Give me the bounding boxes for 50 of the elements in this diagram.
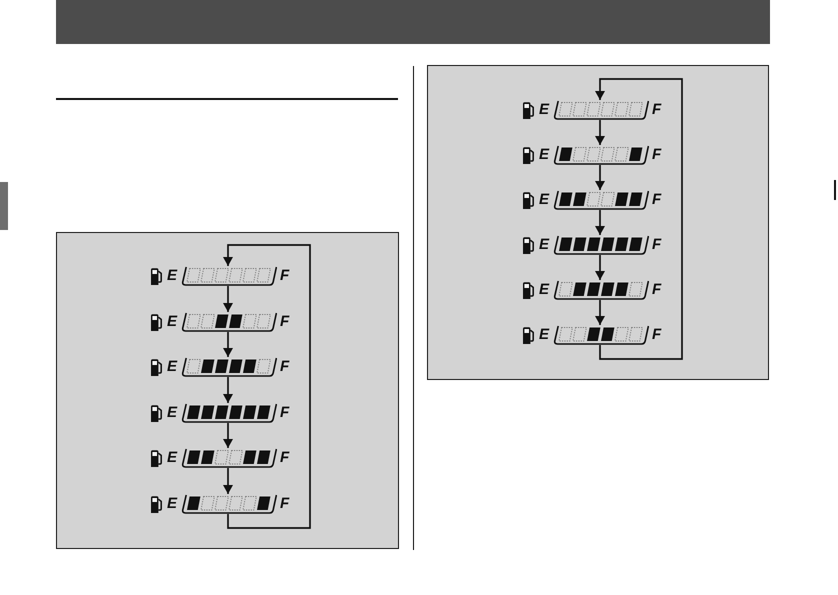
full-mark-label: F	[652, 326, 662, 343]
arrow	[223, 332, 233, 357]
full-mark-label: F	[652, 101, 662, 118]
full-mark-label: F	[280, 404, 290, 421]
arrow	[223, 286, 233, 312]
fuel-gauge	[522, 325, 664, 345]
full-mark-label: F	[652, 191, 662, 208]
full-mark-label: F	[280, 313, 290, 330]
fuel-gauge	[150, 357, 292, 377]
fuel-gauge	[150, 448, 292, 468]
fuel-gauge	[522, 190, 664, 210]
full-mark-label: F	[652, 281, 662, 298]
full-mark-label: F	[280, 358, 290, 375]
empty-mark-label: E	[167, 495, 178, 512]
arrow	[595, 165, 605, 190]
fuel-gauge	[150, 494, 292, 514]
return-arrow	[595, 78, 683, 360]
arrow	[595, 255, 605, 280]
full-mark-label: F	[280, 267, 290, 284]
arrow	[595, 120, 605, 145]
empty-mark-label: E	[167, 358, 178, 375]
arrow	[223, 468, 233, 494]
diagram-panel	[427, 65, 769, 380]
arrow	[595, 300, 605, 325]
fuel-gauge	[150, 266, 292, 286]
fuel-gauge	[150, 312, 292, 332]
fuel-gauge	[522, 235, 664, 255]
empty-mark-label: E	[539, 146, 550, 163]
fuel-gauge	[522, 100, 664, 120]
empty-mark-label: E	[167, 267, 178, 284]
empty-mark-label: E	[167, 313, 178, 330]
arrow	[595, 210, 605, 235]
full-mark-label: F	[652, 236, 662, 253]
empty-mark-label: E	[539, 326, 550, 343]
empty-mark-label: E	[167, 404, 178, 421]
fuel-gauge	[522, 280, 664, 300]
full-mark-label: F	[280, 449, 290, 466]
empty-mark-label: E	[539, 281, 550, 298]
diagram-panel	[56, 232, 399, 549]
empty-mark-label: E	[167, 449, 178, 466]
arrow	[223, 377, 233, 403]
full-mark-label: F	[652, 146, 662, 163]
fuel-gauge	[522, 145, 664, 165]
empty-mark-label: E	[539, 101, 550, 118]
arrow	[223, 423, 233, 448]
empty-mark-label: E	[539, 191, 550, 208]
return-arrow	[223, 244, 311, 529]
empty-mark-label: E	[539, 236, 550, 253]
fuel-gauge	[150, 403, 292, 423]
full-mark-label: F	[280, 495, 290, 512]
